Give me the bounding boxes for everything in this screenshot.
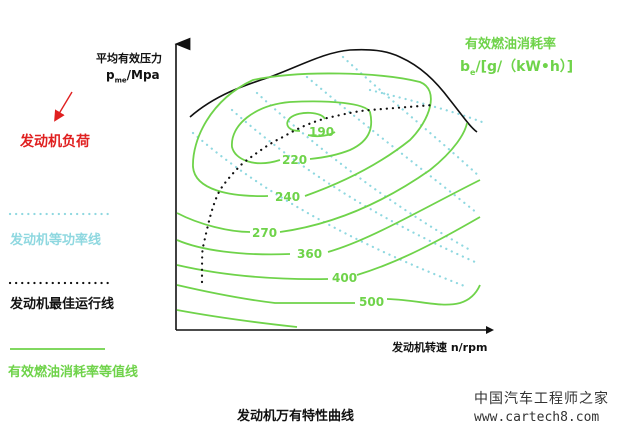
unit-p: p [106,68,115,82]
bsfc-contour-190 [286,111,336,138]
unit-sub: me [114,76,127,85]
equal-power-line [255,91,472,252]
bsfc-contour-220 [231,100,373,165]
load-label: 发动机负荷 [20,134,90,150]
bsfc-title: 有效燃油消耗率 [465,37,557,52]
contour-label: 270 [252,226,277,240]
legend-equal-power: 发动机等功率线 [10,233,102,248]
load-arrow [54,91,73,122]
bsfc-b: b [460,59,471,75]
y-axis-title: 平均有效压力 [96,52,162,65]
equal-power-line [191,131,469,289]
caption: 发动机万有特性曲线 [237,409,355,424]
bsfc-contour-360 [176,179,481,256]
bsfc-unit: be/[g/（kW•h）] [460,56,573,77]
full-load-curve [189,48,478,133]
watermark-url: www.cartech8.com [474,410,600,425]
contour-label: 240 [275,190,300,204]
bsfc-contour-500 [176,284,481,306]
bsfc-contour-400 [176,216,481,281]
contour-label: 220 [282,153,307,167]
watermark-cn: 中国汽车工程师之家 [474,391,609,407]
bsfc-contour-240 [192,72,432,197]
bsfc-contour-outer [176,309,298,328]
bsfc-sub: e [470,67,476,77]
y-axis-unit: pme/Mpa [106,68,160,84]
x-axis-title: 发动机转速 n/rpm [392,341,488,354]
legend-optimal-line: 发动机最佳运行线 [10,297,115,312]
x-axis-arrow [486,326,494,334]
contour-label: 360 [297,247,322,261]
bsfc-contour-270 [176,122,468,233]
legend-bsfc-iso: 有效燃油消耗率等值线 [8,365,139,380]
bsfc-unit-rest: /[g/（kW•h）] [475,59,574,75]
equal-power-line [305,75,479,215]
contour-label: 400 [332,271,357,285]
unit-rest: /Mpa [126,68,160,82]
optimal-operating-line [200,103,435,284]
contour-label: 500 [359,295,384,309]
contour-label: 190 [309,125,334,139]
